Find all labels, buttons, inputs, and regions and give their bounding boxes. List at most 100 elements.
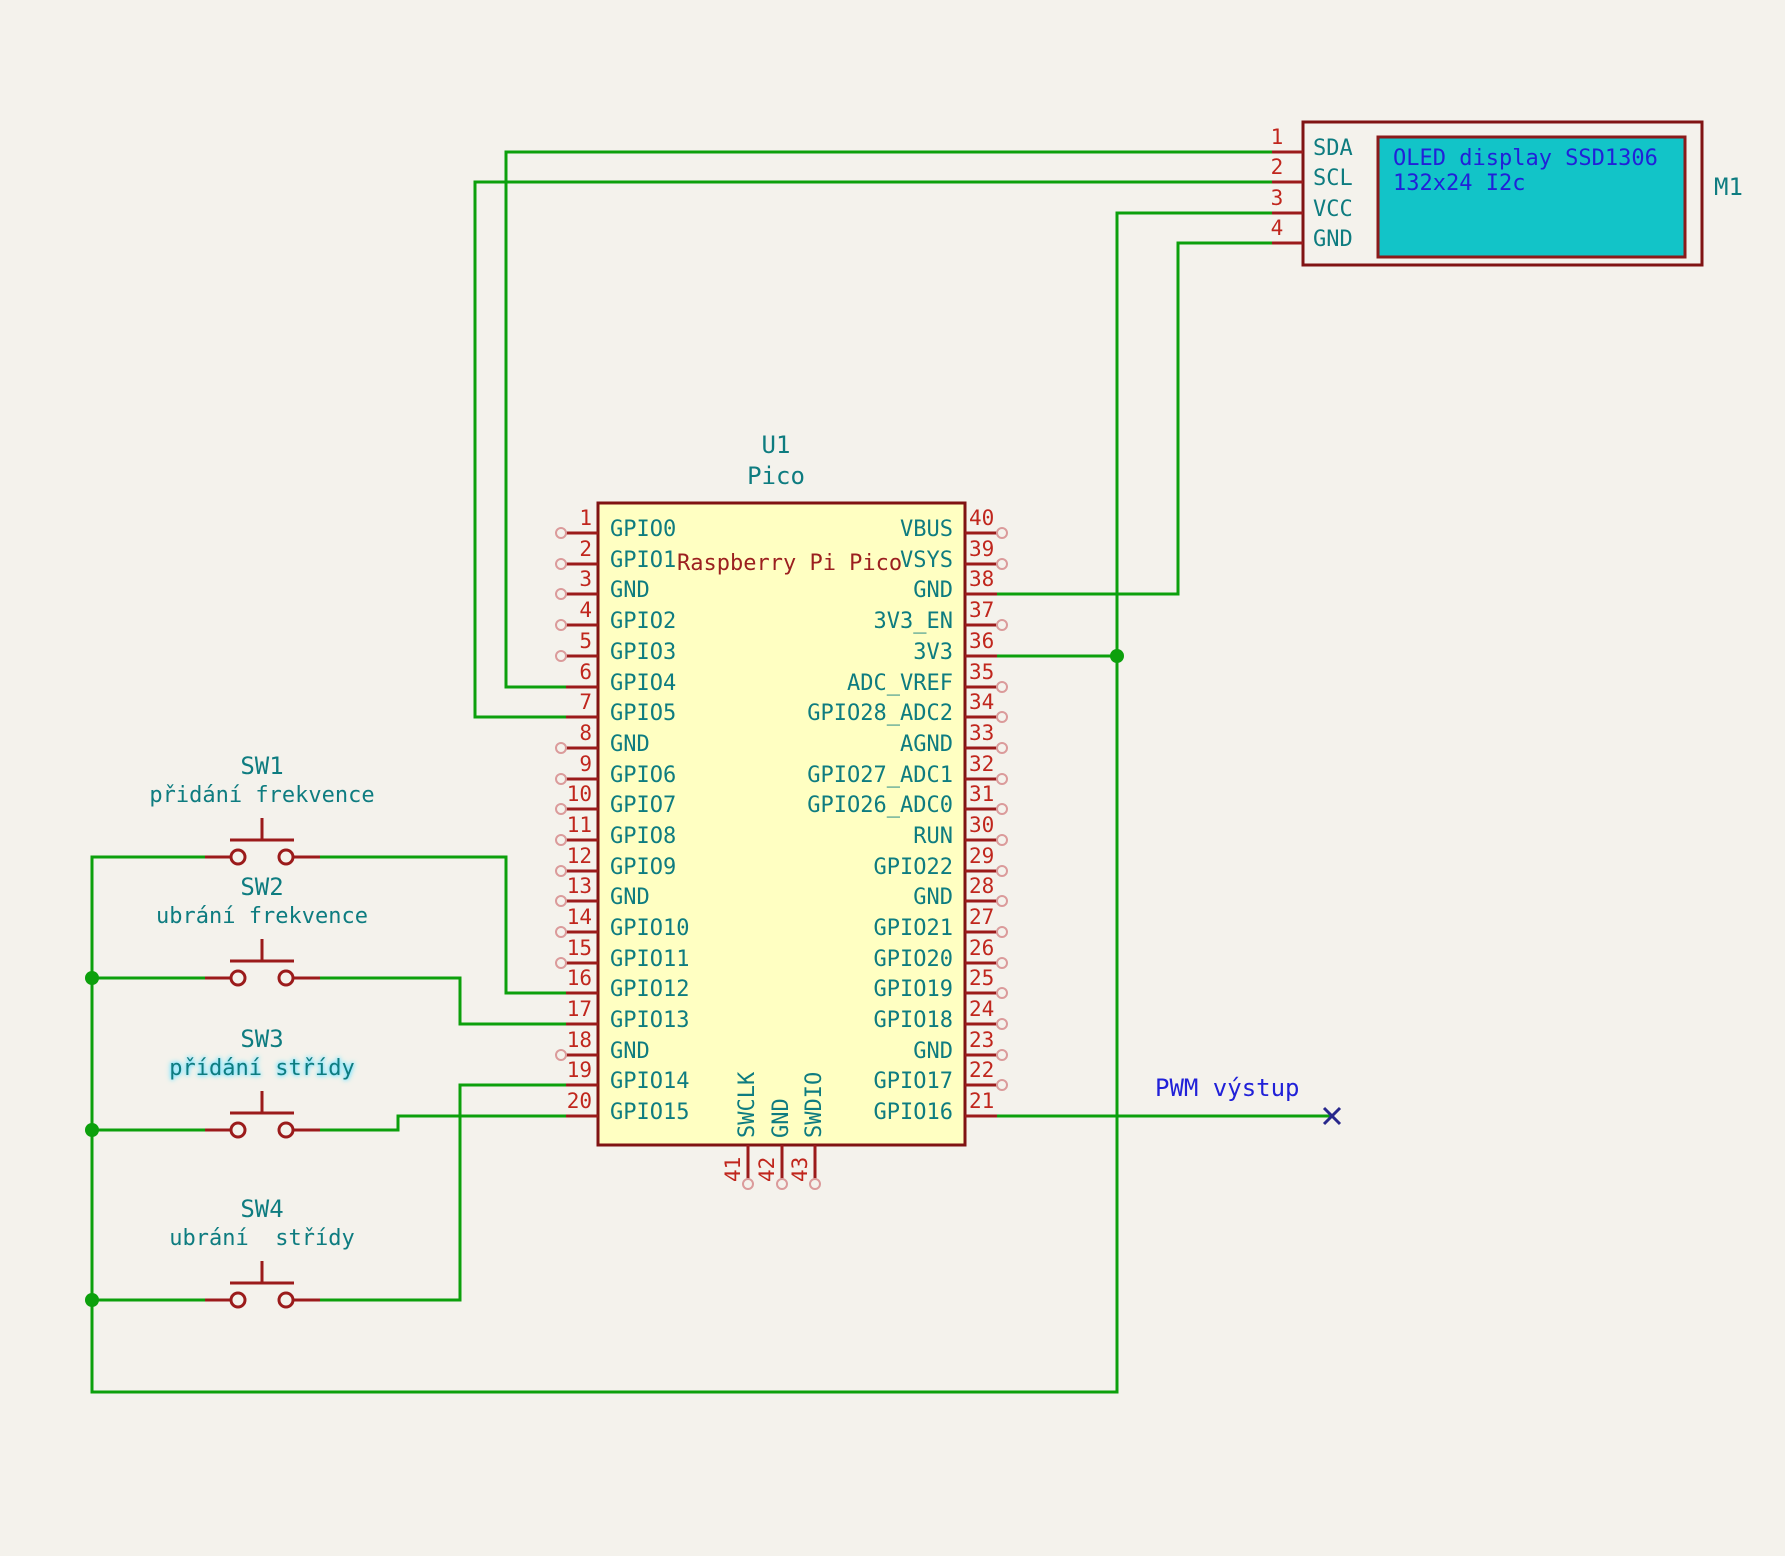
pin-number: 19 — [566, 1058, 592, 1082]
oled-reference[interactable]: M1 — [1714, 173, 1743, 201]
pin-number: 34 — [969, 690, 995, 714]
pin-name: 3V3_EN — [873, 609, 953, 634]
pin-number: 31 — [969, 782, 995, 806]
pin-name: SWDIO — [802, 1071, 827, 1138]
switch-sw2-description[interactable]: ubrání frekvence — [156, 904, 368, 929]
pin-name: GPIO17 — [873, 1069, 953, 1094]
switch-sw3-symbol[interactable] — [205, 1091, 320, 1139]
wire-sw2-gpio13 — [320, 976, 566, 1026]
oled-display-text-line2: 132x24 I2c — [1393, 171, 1526, 196]
pin-name: GND — [610, 732, 650, 757]
unconnected-pin-markers — [555, 527, 1008, 1190]
pin-name: GPIO19 — [873, 977, 953, 1002]
pin-name: VSYS — [900, 548, 953, 573]
pin-name: GPIO15 — [610, 1100, 690, 1125]
no-connect-x-marker — [1322, 1106, 1342, 1126]
pin-name: SCL — [1313, 166, 1353, 191]
pico-symbol-body[interactable] — [596, 501, 967, 1147]
pin-number: 15 — [566, 936, 592, 960]
pico-reference[interactable]: U1 — [761, 431, 791, 459]
pin-number: 30 — [969, 813, 995, 837]
pin-name: GND — [610, 578, 650, 603]
switch-sw2-symbol[interactable] — [205, 939, 320, 987]
pin-name: ADC_VREF — [847, 671, 953, 696]
pin-name: SDA — [1313, 136, 1353, 161]
pin-number: 4 — [579, 598, 592, 622]
pin-number: 28 — [969, 874, 995, 898]
pin-name: GND — [913, 1039, 953, 1064]
switch-sw1-reference[interactable]: SW1 — [240, 752, 284, 780]
pin-number: 39 — [969, 537, 995, 561]
pin-number: 24 — [969, 997, 995, 1021]
pin-number: 2 — [1270, 155, 1284, 179]
pin-number: 32 — [969, 752, 995, 776]
pin-number: 1 — [1270, 125, 1284, 149]
pin-number: 9 — [579, 752, 592, 776]
wire-scl-gpio5 — [473, 180, 1272, 719]
pin-number: 14 — [566, 905, 592, 929]
pin-number: 42 — [755, 1156, 779, 1182]
pin-number: 33 — [969, 721, 995, 745]
pico-bottom-pin-stubs — [746, 1145, 817, 1179]
pin-name: GPIO4 — [610, 671, 677, 696]
switch-sw4-symbol[interactable] — [205, 1261, 320, 1309]
oled-symbol-body[interactable] — [1301, 120, 1704, 267]
pin-number: 37 — [969, 598, 995, 622]
pin-number: 20 — [566, 1089, 592, 1113]
pico-value[interactable]: Pico — [747, 462, 805, 490]
pin-name: VCC — [1313, 197, 1353, 222]
pin-name: GPIO6 — [610, 763, 677, 788]
pin-number: 43 — [788, 1156, 812, 1182]
pin-name: GPIO20 — [873, 947, 953, 972]
pin-name: GPIO18 — [873, 1008, 953, 1033]
pin-number: 4 — [1270, 216, 1284, 240]
pico-right-pin-stubs — [965, 531, 997, 1118]
switch-sw1-symbol[interactable] — [205, 818, 320, 866]
wire-gnd-net — [995, 241, 1272, 596]
pin-name: GPIO2 — [610, 609, 677, 634]
pin-name: GPIO21 — [873, 916, 953, 941]
pin-number: 25 — [969, 966, 995, 990]
pico-left-pin-stubs — [566, 531, 598, 1118]
pin-number: 29 — [969, 844, 995, 868]
pin-name: AGND — [900, 732, 953, 757]
pin-name: GPIO3 — [610, 640, 677, 665]
oled-pin-stubs — [1272, 150, 1303, 245]
pin-name: GND — [610, 1039, 650, 1064]
wire-sw4-gpio14 — [320, 1083, 566, 1302]
pin-name: VBUS — [900, 517, 953, 542]
pin-number: 35 — [969, 660, 995, 684]
switch-sw1-description[interactable]: přidání frekvence — [149, 783, 375, 808]
pin-name: GPIO13 — [610, 1008, 690, 1033]
pin-number: 11 — [566, 813, 592, 837]
wire-3v3-net — [90, 211, 1272, 1394]
oled-display-text-line1: OLED display SSD1306 — [1393, 146, 1658, 171]
pin-name: GND — [1313, 227, 1353, 252]
pin-name: GPIO8 — [610, 824, 677, 849]
pin-name: GND — [913, 578, 953, 603]
junction-dots — [85, 649, 1124, 1307]
switch-sw2-reference[interactable]: SW2 — [240, 873, 284, 901]
pin-name: GPIO27_ADC1 — [807, 763, 953, 788]
pin-number: 7 — [579, 690, 592, 714]
pin-number: 22 — [969, 1058, 995, 1082]
pin-name: GPIO14 — [610, 1069, 690, 1094]
switch-sw3-reference[interactable]: SW3 — [240, 1025, 284, 1053]
pin-number: 6 — [579, 660, 592, 684]
pin-name: GPIO0 — [610, 517, 677, 542]
pin-number: 41 — [721, 1156, 745, 1182]
pin-number: 26 — [969, 936, 995, 960]
pin-number: 5 — [579, 629, 592, 653]
pin-number: 16 — [566, 966, 592, 990]
wires[interactable] — [90, 150, 1332, 1394]
wire-sw3-gpio15 — [320, 1114, 566, 1132]
switch-sw4-reference[interactable]: SW4 — [240, 1195, 284, 1223]
switch-sw3-description-highlighted[interactable]: přídání střídy — [169, 1056, 355, 1081]
pwm-output-net-label[interactable]: PWM výstup — [1155, 1074, 1300, 1102]
pin-number: 12 — [566, 844, 592, 868]
pin-name: GPIO28_ADC2 — [807, 701, 953, 726]
switch-sw4-description[interactable]: ubrání střídy — [169, 1226, 355, 1251]
pin-name: 3V3 — [913, 640, 953, 665]
